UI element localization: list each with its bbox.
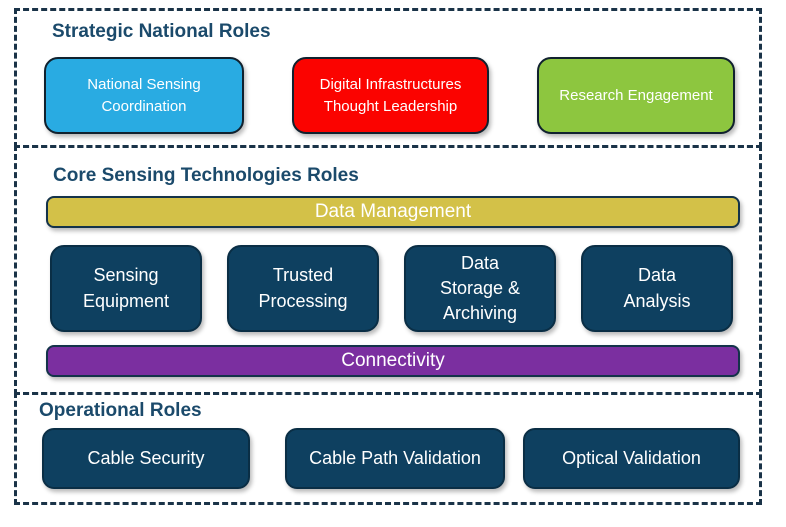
box-label: Optical Validation bbox=[562, 448, 701, 468]
box-optical-validation: Optical Validation bbox=[523, 428, 740, 489]
box-research-engagement: Research Engagement bbox=[537, 57, 735, 134]
section-frame-operational-roles bbox=[14, 392, 762, 505]
box-cable-path-validation: Cable Path Validation bbox=[285, 428, 505, 489]
bar-label: Connectivity bbox=[341, 350, 445, 371]
bar-data-management: Data Management bbox=[46, 196, 740, 228]
box-label: National Sensing Coordination bbox=[87, 75, 201, 115]
box-label: Research Engagement bbox=[559, 86, 713, 104]
box-trusted-processing: Trusted Processing bbox=[227, 245, 379, 332]
box-label: Cable Path Validation bbox=[309, 448, 481, 468]
box-digital-infrastructures-thought-leadership: Digital Infrastructures Thought Leadersh… bbox=[292, 57, 489, 134]
box-label: Data Analysis bbox=[623, 265, 691, 311]
section-title-core-sensing-technologies-roles: Core Sensing Technologies Roles bbox=[53, 165, 359, 186]
box-label: Cable Security bbox=[87, 448, 205, 468]
section-title-operational-roles: Operational Roles bbox=[39, 400, 202, 421]
box-data-analysis: Data Analysis bbox=[581, 245, 733, 332]
box-label: Data Storage & Archiving bbox=[439, 252, 521, 324]
bar-label: Data Management bbox=[314, 201, 472, 222]
box-sensing-equipment: Sensing Equipment bbox=[50, 245, 202, 332]
box-label: Digital Infrastructures Thought Leadersh… bbox=[319, 75, 462, 115]
box-label: Sensing Equipment bbox=[82, 265, 170, 311]
section-title-strategic-national-roles: Strategic National Roles bbox=[52, 21, 271, 42]
box-national-sensing-coordination: National Sensing Coordination bbox=[44, 57, 244, 134]
box-cable-security: Cable Security bbox=[42, 428, 250, 489]
bar-connectivity: Connectivity bbox=[46, 345, 740, 377]
box-label: Trusted Processing bbox=[258, 265, 348, 311]
box-data-storage-archiving: Data Storage & Archiving bbox=[404, 245, 556, 332]
